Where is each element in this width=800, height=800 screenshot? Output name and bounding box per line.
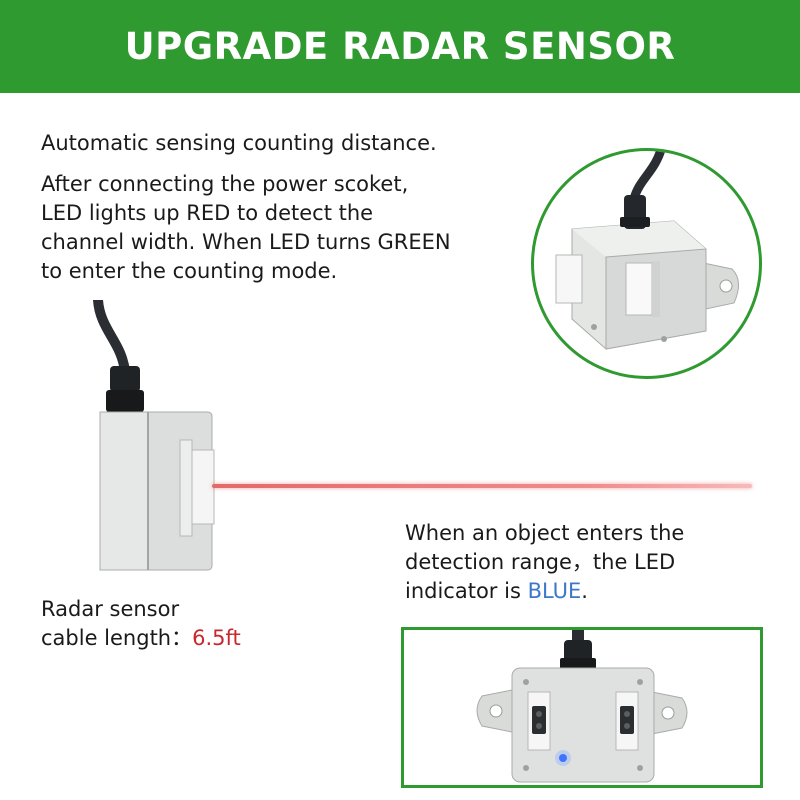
led-prefix: indicator is (405, 579, 528, 603)
intro-paragraph: After connecting the power scoket, LED l… (41, 170, 451, 286)
led-color-highlight: BLUE (527, 579, 582, 603)
led-suffix: . (581, 579, 588, 603)
page-title: UPGRADE RADAR SENSOR (124, 25, 676, 68)
object-detection-line: When an object enters the (405, 521, 685, 545)
laser-beam (212, 484, 752, 488)
cable-length-value: 6.5ft (192, 626, 241, 650)
header-banner: UPGRADE RADAR SENSOR (0, 0, 800, 93)
sensor-front-view-frame (401, 627, 763, 788)
intro-line: After connecting the power scoket, (41, 172, 409, 196)
intro-line: LED lights up RED to detect the (41, 201, 374, 225)
cable-label: cable length： (41, 626, 193, 650)
sensor-closeup-image (555, 151, 739, 350)
sensor-closeup-circle (531, 148, 762, 379)
sensor-front-view-image (476, 630, 688, 783)
intro-sensing-text: Automatic sensing counting distance. (41, 131, 437, 155)
cable-line: cable length：6.5ft (41, 624, 241, 653)
cable-length-text: Radar sensor cable length：6.5ft (41, 595, 241, 653)
sensor-side-view-image (93, 300, 215, 571)
intro-line: to enter the counting mode. (41, 259, 338, 283)
intro-line: channel width. When LED turns GREEN (41, 230, 451, 254)
cable-line: Radar sensor (41, 597, 180, 621)
object-detection-text: When an object enters the detection rang… (405, 519, 684, 606)
object-detection-line: detection range，the LED (405, 550, 676, 574)
object-detection-line: indicator is BLUE. (405, 577, 684, 606)
